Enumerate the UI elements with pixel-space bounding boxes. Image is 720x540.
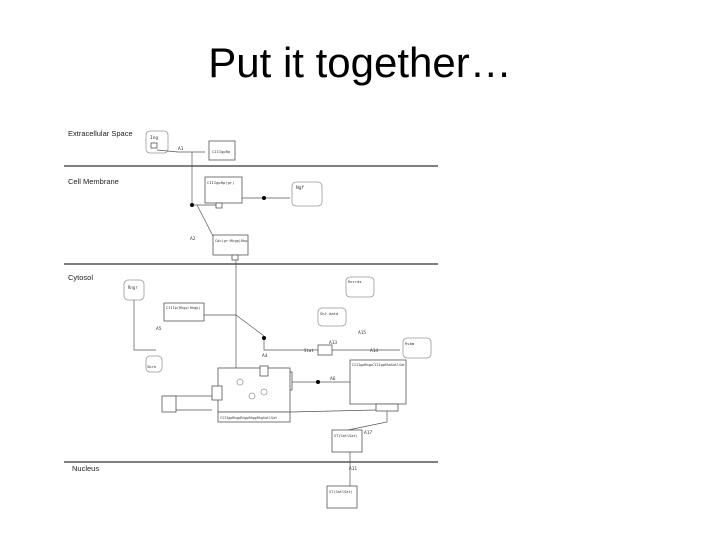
- compartment-label-membrane: Cell Membrane: [68, 177, 119, 186]
- cyt-cluster-node-c: [260, 388, 268, 396]
- cyt-label-a13: A13: [329, 340, 337, 346]
- cyt-species-right-node: [402, 337, 432, 359]
- cyt-stat-box: [317, 344, 333, 356]
- nuc-label-a11: A11: [349, 466, 357, 472]
- ext-wire: [156, 149, 205, 153]
- cyt-wire-mid: [263, 336, 400, 351]
- ext-species-label: Ing: [150, 135, 158, 141]
- mem-junction-left: [190, 203, 194, 207]
- cyt-label-a15: A15: [358, 330, 366, 336]
- compartment-label-cytosol: Cytosol: [68, 273, 93, 282]
- cyt-species-left-lower-node: [145, 355, 163, 373]
- cyt-species-left-node: [123, 279, 145, 301]
- cyt-species-tr-node: [345, 276, 375, 298]
- cyt-wire-bottom: [289, 409, 377, 413]
- cyt-complex-bottom-label: CIIIgpRhgpRhgpRhgpRhgSatlSat: [220, 416, 277, 420]
- cyt-species-left-label: Rngr: [128, 285, 138, 290]
- cyt-cluster-top-box: [259, 365, 269, 377]
- mem-complex2-node: [212, 234, 249, 256]
- cyt-species-mid-node: [317, 307, 347, 327]
- mem-diag-wire: [196, 204, 215, 239]
- mem-species-node: [291, 181, 323, 207]
- cyt-st-label: ST(SatlSat): [334, 434, 358, 438]
- mem-complex-label: CIIIgpRp(gr): [207, 180, 234, 185]
- cyt-complex-big-label: CIIIgpRhgpCIIIgpRhaSatlSat: [352, 363, 405, 367]
- cyt-left-wire: [133, 300, 156, 351]
- cyt-cluster-node-a: [236, 378, 244, 386]
- cyt-label-a4: A4: [262, 353, 268, 359]
- nuc-node: [326, 485, 358, 509]
- ext-reaction-label: A1: [178, 146, 184, 152]
- cyt-species-tr-label: Rerrds: [348, 279, 362, 284]
- cyt-species-left-lower-label: Sbrk: [147, 364, 157, 369]
- cyt-cluster-far-left-box: [161, 395, 177, 413]
- cyt-cluster-node-b: [248, 392, 256, 400]
- nuc-node-label: ST(SatlSat): [329, 490, 353, 494]
- compartment-label-nucleus: Nucleus: [72, 464, 99, 473]
- cyt-wire-to-st: [347, 411, 388, 431]
- cyt-wire-top: [204, 314, 265, 337]
- mem-complex-port: [215, 202, 223, 209]
- cyt-species-mid-label: Shf.data: [320, 311, 338, 316]
- ext-complex-label: CIIIgpRp: [212, 149, 231, 154]
- cyt-complex-top-node: [163, 302, 205, 322]
- cyt-stat-label: Stat: [304, 348, 314, 353]
- cyt-label-a5: A5: [156, 326, 162, 332]
- cyt-complex-top-label: CIIIp(Rhgp:Rhgp): [166, 306, 201, 310]
- mem-complex-node: [204, 176, 243, 204]
- cyt-label-a14: A14: [370, 348, 378, 354]
- mem-species-label: Ngf: [296, 185, 304, 191]
- cyt-junction-a: [262, 336, 266, 340]
- cyt-junction-b: [316, 380, 320, 384]
- cyt-big-port: [375, 403, 399, 412]
- ext-species-port: [150, 142, 158, 149]
- cyt-cluster-frame: [217, 367, 291, 413]
- mem-complex2-label: Cdc(gr:Rhgp)Rhp: [215, 239, 247, 243]
- cyt-label-a6: A6: [330, 376, 336, 382]
- mem-reaction-label: A2: [190, 236, 196, 242]
- cyt-complex-bottom-node: [217, 411, 291, 423]
- cyt-st-node: [331, 429, 363, 453]
- ext-complex-node: [208, 140, 236, 161]
- compartment-label-extracellular: Extracellular Space: [68, 129, 133, 138]
- slide-title: Put it together…: [208, 39, 512, 86]
- mem-junction: [262, 196, 266, 200]
- cyt-cluster-left-box: [211, 385, 223, 401]
- ext-species-node: [145, 130, 169, 154]
- mem-complex2-port: [231, 254, 239, 261]
- cyt-species-right-label: Rsbm: [405, 341, 415, 346]
- cyt-label-a17: A17: [364, 430, 372, 436]
